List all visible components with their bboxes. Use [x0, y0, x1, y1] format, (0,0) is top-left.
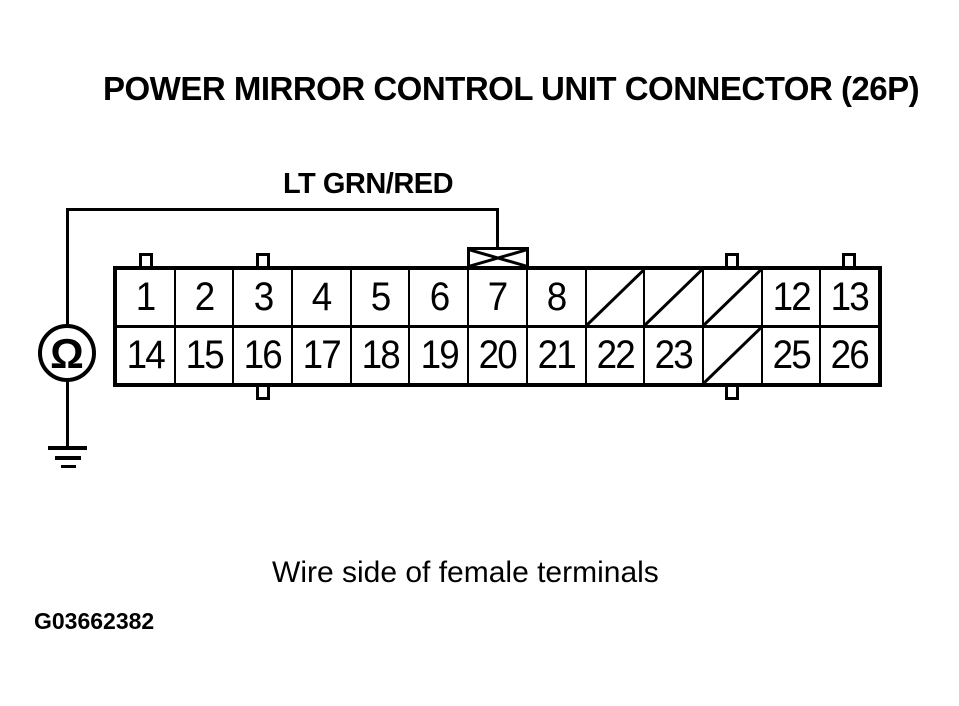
connector-lock-tab [139, 253, 153, 270]
diagram-caption: Wire side of female terminals [272, 556, 659, 589]
pin-number: 21 [537, 333, 577, 377]
ground-icon [55, 456, 81, 460]
no-terminal-slash-icon [587, 270, 644, 325]
pin-number: 25 [772, 333, 811, 377]
pin-number: 3 [253, 275, 273, 319]
pin-number: 6 [429, 275, 449, 319]
pin-number: 20 [478, 333, 518, 377]
pin-number: 8 [546, 275, 567, 319]
connector-cell-pin-3: 3 [234, 270, 292, 325]
pin-number: 1 [136, 275, 156, 319]
connector-cell-empty [703, 328, 761, 383]
connector-cell-pin-23: 23 [645, 328, 702, 383]
connector-cell-pin-14: 14 [117, 328, 174, 383]
connector-lock-tab [842, 253, 856, 270]
connector-cell-pin-5: 5 [351, 270, 409, 325]
connector-cell-pin-22: 22 [586, 328, 644, 383]
connector-lock-tab [256, 253, 270, 270]
connector-cell-pin-20: 20 [469, 328, 526, 383]
connector-cell-empty [703, 270, 761, 325]
connector-cell-pin-25: 25 [762, 328, 820, 383]
figure-id: G03662382 [34, 608, 155, 634]
pin-number: 12 [772, 275, 811, 319]
wire-segment-to-ground [66, 380, 69, 447]
pin-number: 18 [361, 333, 400, 377]
connector-cell-empty [586, 270, 644, 325]
connector-cell-pin-26: 26 [821, 328, 878, 383]
connector-cell-pin-15: 15 [175, 328, 233, 383]
connector-cell-pin-12: 12 [762, 270, 820, 325]
connector-lock-tab [725, 253, 739, 270]
ohm-symbol: Ω [50, 330, 84, 377]
page-title: POWER MIRROR CONTROL UNIT CONNECTOR (26P… [103, 70, 920, 107]
no-terminal-slash-icon [704, 328, 761, 383]
pin-number: 26 [831, 333, 870, 377]
connector-cell-pin-4: 4 [293, 270, 350, 325]
wire-color-label: LT GRN/RED [283, 168, 454, 200]
connector-lock-tab [256, 383, 270, 400]
ohmmeter-icon: Ω [38, 324, 96, 382]
pin-number: 4 [312, 275, 332, 319]
connector-cell-pin-21: 21 [527, 328, 585, 383]
pin-number: 13 [831, 275, 870, 319]
wire-segment-to-ohmmeter [66, 208, 69, 326]
ground-icon [61, 465, 76, 468]
connector-cell-pin-13: 13 [821, 270, 878, 325]
connector-cell-empty [645, 270, 702, 325]
pin-number: 5 [370, 275, 391, 319]
connector-cell-pin-18: 18 [351, 328, 409, 383]
no-terminal-slash-icon [645, 270, 702, 325]
pin-number: 23 [654, 333, 694, 377]
pin-number: 17 [302, 333, 342, 377]
connector-cell-pin-7: 7 [469, 270, 526, 325]
wire-segment-horizontal [66, 208, 499, 211]
connector-cell-pin-1: 1 [117, 270, 174, 325]
connector-cell-pin-6: 6 [410, 270, 468, 325]
pin-number: 22 [596, 333, 635, 377]
pin-number: 19 [420, 333, 459, 377]
connector-cell-pin-19: 19 [410, 328, 468, 383]
ground-icon [48, 446, 87, 450]
connector-cell-pin-8: 8 [527, 270, 585, 325]
pin-number: 7 [488, 275, 508, 319]
pin-number: 14 [126, 333, 166, 377]
connector-cell-pin-16: 16 [234, 328, 292, 383]
pin-number: 16 [244, 333, 283, 377]
connector-cell-pin-17: 17 [293, 328, 350, 383]
connector-lock-tab [725, 383, 739, 400]
connector-cell-pin-2: 2 [175, 270, 233, 325]
wire-segment-to-probe [496, 208, 499, 249]
no-terminal-slash-icon [704, 270, 761, 325]
pin-number: 2 [194, 275, 215, 319]
probe-x-icon [470, 250, 526, 266]
pin-number: 15 [185, 333, 224, 377]
